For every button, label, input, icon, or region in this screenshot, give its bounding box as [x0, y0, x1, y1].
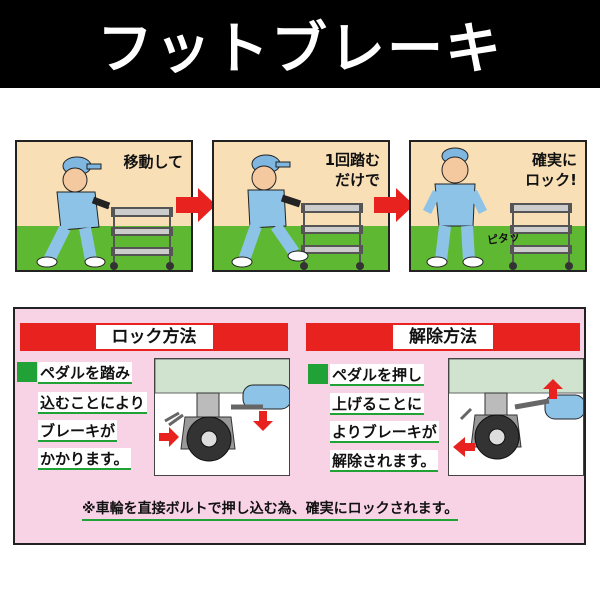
step-panel-1: 移動して	[15, 140, 193, 272]
worker-pushing-cart-illustration	[36, 156, 174, 270]
arrow-right-icon	[159, 427, 179, 447]
title-bar: フットブレーキ	[0, 0, 600, 88]
release-text-line: よりブレーキが	[330, 421, 439, 443]
arrow-left-icon	[453, 437, 475, 457]
bullet-marker	[17, 362, 37, 382]
arrow-down-icon	[253, 411, 273, 431]
lock-text-line: ブレーキが	[38, 420, 118, 442]
step-panel-3: 確実に ロック! ピタッ	[409, 140, 587, 272]
step-caption: 確実に ロック!	[525, 151, 577, 189]
bullet-marker	[308, 364, 328, 384]
page-title: フットブレーキ	[97, 16, 503, 82]
lock-heading: ロック方法	[95, 325, 213, 349]
worker-stepping-pedal-illustration	[231, 154, 364, 270]
footnote: ※車輪を直接ボルトで押し込む為、確実にロックされます。	[82, 498, 459, 521]
lock-text-line: かかります。	[38, 448, 131, 470]
lock-text-line: ペダルを踏み	[38, 362, 133, 384]
release-text-line: 解除されます。	[330, 450, 438, 472]
step-caption: 移動して	[123, 153, 183, 171]
arrow-right-icon	[176, 188, 216, 222]
release-header: 解除方法	[306, 323, 580, 351]
step-panel-2: 1回踏む だけで	[212, 140, 390, 272]
arrow-right-icon	[374, 188, 414, 222]
release-text-line: ペダルを押し	[330, 364, 425, 386]
step-caption: 1回踏む だけで	[324, 151, 380, 189]
release-heading: 解除方法	[393, 325, 493, 349]
release-caster-illustration	[448, 358, 584, 476]
lock-header: ロック方法	[20, 323, 288, 351]
lock-caster-illustration	[154, 358, 290, 476]
arrow-up-icon	[543, 379, 563, 399]
worker-cart-locked-illustration	[422, 147, 573, 270]
release-text-line: 上げることに	[330, 393, 425, 415]
lock-text-line: 込むことにより	[38, 392, 147, 414]
